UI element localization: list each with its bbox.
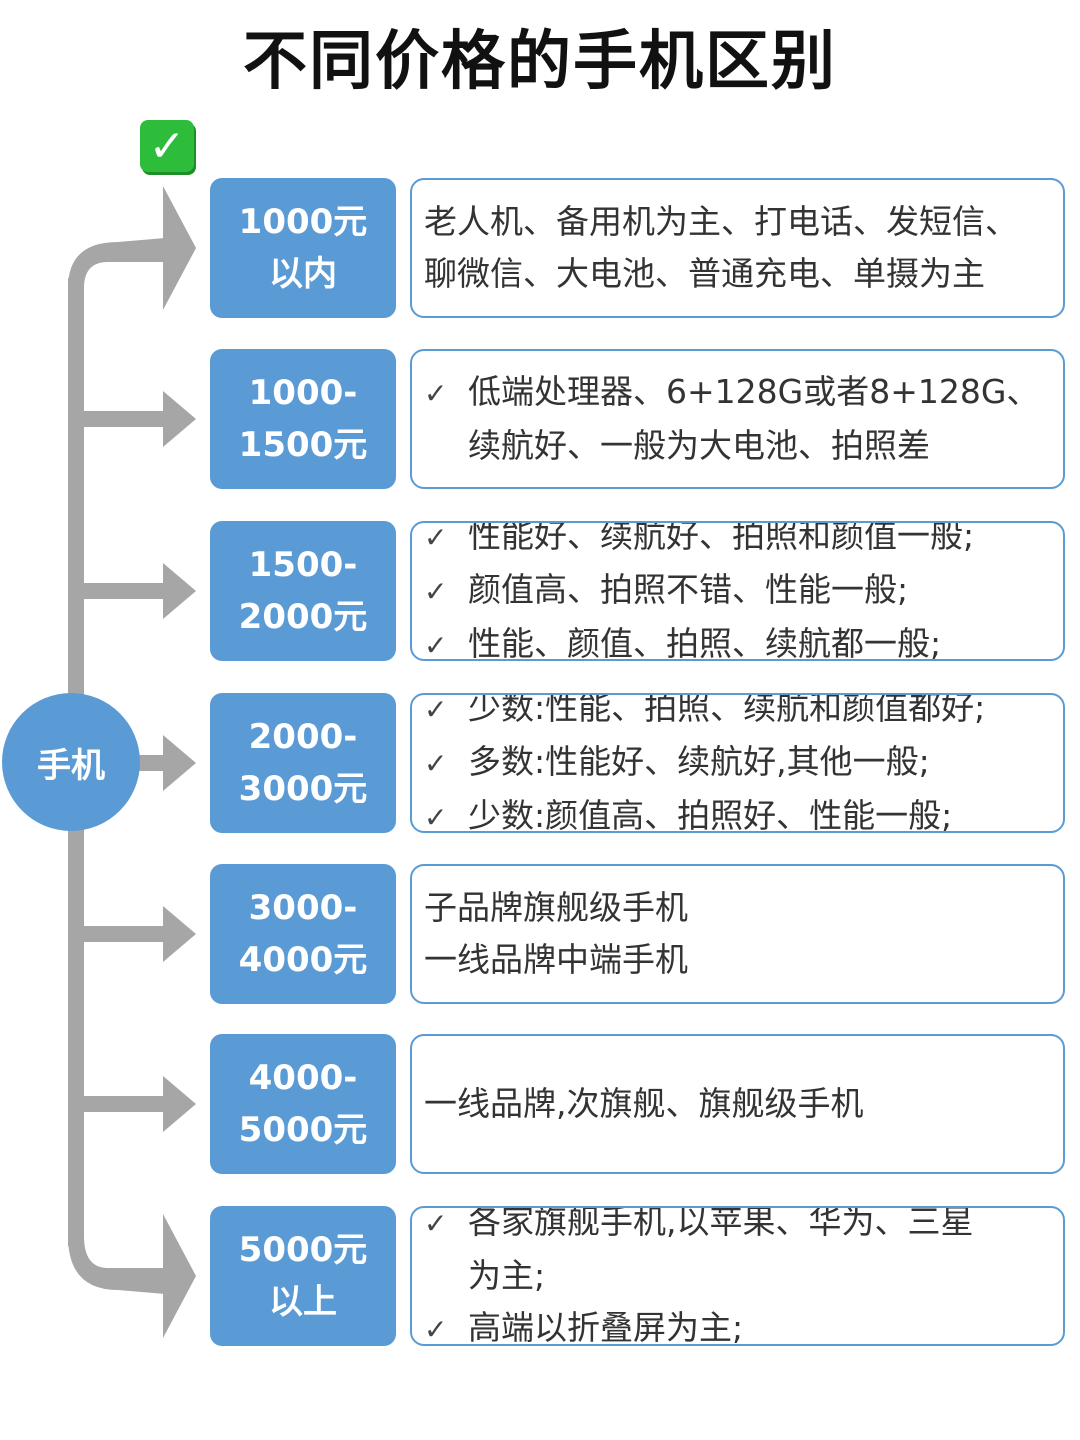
price-label: 3000- (248, 888, 358, 928)
description-line: 一线品牌中端手机 (424, 934, 1063, 986)
description-box: 子品牌旗舰级手机一线品牌中端手机 (410, 864, 1065, 1004)
branch-curve (68, 1236, 165, 1294)
description-line: 子品牌旗舰级手机 (424, 882, 1063, 934)
description-line: ✓ 多数:性能好、续航好,其他一般; (424, 736, 1063, 790)
branch-line (80, 583, 165, 599)
arrow-head (163, 391, 196, 447)
check-mark-icon: ✓ (140, 120, 194, 172)
description-text: 续航好、一般为大电池、拍照差 (468, 426, 930, 465)
description-text: 一线品牌,次旗舰、旗舰级手机 (424, 1084, 864, 1123)
price-label: 以内 (269, 254, 337, 294)
description-text: 子品牌旗舰级手机 (424, 888, 688, 927)
arrow-head (163, 563, 196, 619)
price-box: 3000- 4000元 (210, 864, 396, 1004)
arrow-head (163, 1076, 196, 1132)
check-icon: ✓ (424, 1207, 448, 1240)
price-label: 4000元 (238, 940, 368, 980)
root-node: 手机 (2, 693, 140, 831)
description-line: ✓ 少数:颜值高、拍照好、性能一般; (424, 790, 1063, 833)
price-box: 5000元以上 (210, 1206, 396, 1346)
branch-curve (68, 238, 165, 288)
description-line: 续航好、一般为大电池、拍照差 (424, 420, 1063, 472)
check-icon: ✓ (424, 801, 448, 833)
description-box: 一线品牌,次旗舰、旗舰级手机 (410, 1034, 1065, 1174)
check-icon: ✓ (424, 629, 448, 661)
description-line: 老人机、备用机为主、打电话、发短信、 (424, 196, 1063, 248)
price-label: 1500- (248, 545, 358, 585)
arrow-head (163, 906, 196, 962)
arrow-head (163, 186, 196, 310)
price-label: 2000- (248, 717, 358, 757)
description-line: ✓ 性能、颜值、拍照、续航都一般; (424, 618, 1063, 661)
price-box: 2000- 3000元 (210, 693, 396, 833)
check-icon: ✓ (424, 575, 448, 608)
description-text: 颜值高、拍照不错、性能一般; (468, 570, 909, 609)
price-label: 1000元 (238, 202, 368, 242)
description-text: 性能好、续航好、拍照和颜值一般; (468, 521, 975, 555)
price-label: 5000元 (238, 1230, 368, 1270)
description-text: 高端以折叠屏为主; (468, 1308, 744, 1346)
price-label: 1500元 (238, 425, 368, 465)
description-text: 为主; (468, 1256, 546, 1295)
description-line: ✓ 颜值高、拍照不错、性能一般; (424, 564, 1063, 618)
description-line: 为主; (424, 1250, 1063, 1302)
description-text: 聊微信、大电池、普通充电、单摄为主 (424, 254, 985, 293)
description-box: ✓ 各家旗舰手机,以苹果、华为、三星为主; ✓ 高端以折叠屏为主; (410, 1206, 1065, 1346)
description-text: 少数:性能、拍照、续航和颜值都好; (468, 693, 986, 727)
arrow-head (163, 735, 196, 791)
description-text: 老人机、备用机为主、打电话、发短信、 (424, 202, 1018, 241)
description-text: 低端处理器、6+128G或者8+128G、 (468, 372, 1040, 411)
description-text: 多数:性能好、续航好,其他一般; (468, 742, 930, 781)
price-label: 3000元 (238, 769, 368, 809)
price-box: 1000- 1500元 (210, 349, 396, 489)
price-box: 4000- 5000元 (210, 1034, 396, 1174)
description-text: 一线品牌中端手机 (424, 940, 688, 979)
description-line: ✓ 性能好、续航好、拍照和颜值一般; (424, 521, 1063, 564)
price-label: 1000- (248, 373, 358, 413)
check-icon: ✓ (424, 747, 448, 780)
description-line: ✓ 高端以折叠屏为主; (424, 1302, 1063, 1346)
price-label: 4000- (248, 1058, 358, 1098)
description-line: ✓ 少数:性能、拍照、续航和颜值都好; (424, 693, 1063, 736)
branch-line (80, 1096, 165, 1112)
price-box: 1000元以内 (210, 178, 396, 318)
branch-line (80, 411, 165, 427)
check-icon: ✓ (424, 1313, 448, 1346)
price-box: 1500- 2000元 (210, 521, 396, 661)
description-line: ✓ 各家旗舰手机,以苹果、华为、三星 (424, 1206, 1063, 1250)
check-icon: ✓ (424, 693, 448, 726)
description-line: 聊微信、大电池、普通充电、单摄为主 (424, 248, 1063, 300)
description-text: 各家旗舰手机,以苹果、华为、三星 (468, 1206, 974, 1241)
description-line: ✓ 低端处理器、6+128G或者8+128G、 (424, 366, 1063, 420)
price-label: 2000元 (238, 597, 368, 637)
description-line: 一线品牌,次旗舰、旗舰级手机 (424, 1078, 1063, 1130)
description-box: ✓ 少数:性能、拍照、续航和颜值都好; ✓ 多数:性能好、续航好,其他一般; ✓ 少数:颜… (410, 693, 1065, 833)
branch-line (80, 926, 165, 942)
description-box: ✓ 性能好、续航好、拍照和颜值一般; ✓ 颜值高、拍照不错、性能一般; ✓ 性能、颜值、拍… (410, 521, 1065, 661)
description-text: 性能、颜值、拍照、续航都一般; (468, 624, 942, 661)
description-box: 老人机、备用机为主、打电话、发短信、聊微信、大电池、普通充电、单摄为主 (410, 178, 1065, 318)
arrow-head (163, 1214, 196, 1338)
description-text: 少数:颜值高、拍照好、性能一般; (468, 796, 953, 833)
check-icon: ✓ (424, 521, 448, 554)
page-title: 不同价格的手机区别 (243, 25, 837, 99)
check-icon: ✓ (424, 377, 448, 410)
price-label: 以上 (269, 1282, 337, 1322)
description-box: ✓ 低端处理器、6+128G或者8+128G、续航好、一般为大电池、拍照差 (410, 349, 1065, 489)
price-label: 5000元 (238, 1110, 368, 1150)
